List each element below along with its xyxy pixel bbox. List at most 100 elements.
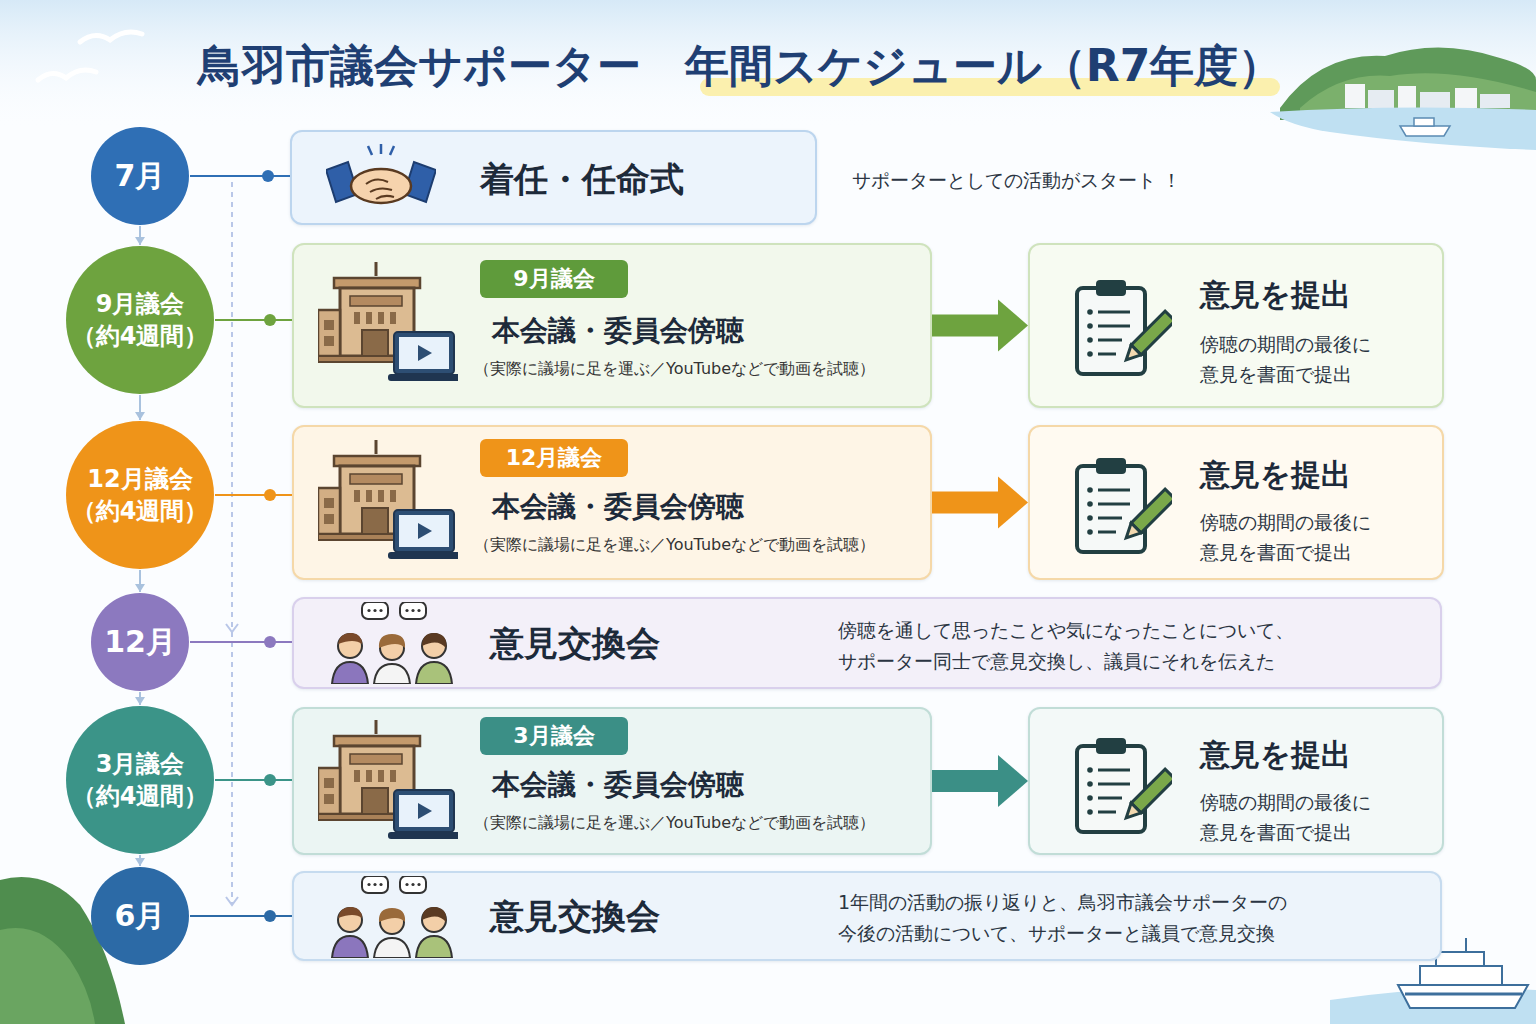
node-body: 傍聴の期間の最後に 意見を書面で提出 bbox=[1200, 787, 1430, 848]
node-heading: 意見を提出 bbox=[1200, 275, 1351, 314]
circle-shape bbox=[66, 246, 214, 394]
flow-arrow bbox=[932, 300, 1028, 352]
island-top-right-part bbox=[1414, 118, 1434, 126]
flow-arrow bbox=[932, 755, 1028, 807]
island-top-right-part bbox=[1455, 88, 1477, 108]
building-icon bbox=[318, 440, 460, 559]
timeline-connector bbox=[135, 570, 145, 592]
circle-shape bbox=[91, 127, 189, 225]
note-label: サポーターとしての活動がスタート ！ bbox=[852, 168, 1181, 193]
dashed-guide-part bbox=[231, 182, 233, 905]
node-heading: 12月 bbox=[90, 622, 190, 663]
arrow-shaft bbox=[932, 315, 998, 337]
sea-bottom-right-part bbox=[1465, 938, 1467, 952]
arrow-shaft bbox=[932, 492, 998, 514]
circle-outline bbox=[65, 705, 215, 855]
node-heading: 3月議会 bbox=[480, 722, 628, 751]
building-icon bbox=[318, 262, 460, 381]
session-tag: 3月議会 bbox=[480, 717, 628, 755]
meeting-box: 意見交換会1年間の活動の振り返りと、鳥羽市議会サポーターの 今後の活動について、… bbox=[292, 871, 1442, 961]
arrow-head bbox=[998, 300, 1028, 352]
island-top-right bbox=[1270, 47, 1536, 150]
month-circle: 6月 bbox=[90, 866, 190, 966]
island-top-right-part bbox=[1400, 126, 1450, 136]
timeline-connector bbox=[135, 692, 145, 705]
clipboard-icon bbox=[1077, 738, 1175, 832]
month-circle: 7月 bbox=[90, 126, 190, 226]
building-icon bbox=[318, 720, 460, 839]
node-heading: 9月議会 bbox=[480, 265, 628, 294]
connector-line bbox=[190, 641, 292, 643]
node-heading: 7月 bbox=[90, 156, 190, 197]
node-heading: 9月議会 （約4週間） bbox=[65, 288, 215, 353]
connector-line bbox=[190, 175, 290, 177]
island-top-right-part bbox=[1270, 107, 1536, 150]
dashed-guide-part bbox=[226, 624, 238, 632]
node-body: 傍聴の期間の最後に 意見を書面で提出 bbox=[1200, 329, 1430, 390]
arrow-head bbox=[135, 412, 145, 420]
people-icon bbox=[332, 876, 452, 958]
dashed-guide bbox=[226, 182, 238, 905]
sea-bottom-right-part bbox=[1398, 985, 1528, 1008]
connector-line bbox=[190, 915, 292, 917]
node-heading: 3月議会 （約4週間） bbox=[65, 748, 215, 813]
island-top-right-part bbox=[1398, 86, 1416, 108]
node-heading: 意見を提出 bbox=[1200, 455, 1351, 494]
timeline-connector bbox=[135, 226, 145, 245]
circle-shape bbox=[91, 593, 189, 691]
node-heading: 本会議・委員会傍聴 bbox=[492, 489, 744, 525]
link-connector bbox=[190, 910, 292, 922]
node-heading: 12月議会 （約4週間） bbox=[65, 463, 215, 528]
timeline-connector bbox=[135, 395, 145, 420]
clipboard-icon bbox=[1077, 280, 1175, 374]
link-connector bbox=[190, 636, 292, 648]
month-circle: 12月 bbox=[90, 592, 190, 692]
island-top-right-part bbox=[1345, 84, 1365, 108]
dashed-guide-part bbox=[226, 897, 238, 905]
arrow-head bbox=[135, 237, 145, 245]
arrow-head bbox=[135, 584, 145, 592]
connector-line bbox=[215, 494, 292, 496]
connector-dot bbox=[264, 774, 276, 786]
connector-dot bbox=[264, 489, 276, 501]
people-icon bbox=[332, 602, 452, 684]
connector-dot bbox=[264, 910, 276, 922]
arrow-head bbox=[135, 697, 145, 705]
connector-dot bbox=[262, 170, 274, 182]
node-body: 傍聴を通して思ったことや気になったことについて、 サポーター同士で意見交換し、議… bbox=[838, 615, 1438, 678]
island-top-right-part bbox=[1368, 90, 1394, 108]
seagulls bbox=[38, 32, 142, 80]
island-top-right-part bbox=[1420, 92, 1450, 108]
circle-outline bbox=[65, 420, 215, 570]
node-heading: 意見交換会 bbox=[490, 894, 660, 938]
link-connector bbox=[215, 489, 292, 501]
circle-shape bbox=[66, 421, 214, 569]
connector-dot bbox=[264, 636, 276, 648]
arrow-head bbox=[135, 858, 145, 866]
node-heading: 意見交換会 bbox=[490, 621, 660, 665]
node-heading: 着任・任命式 bbox=[480, 157, 684, 201]
link-connector bbox=[215, 314, 292, 326]
flow-arrow bbox=[932, 477, 1028, 529]
handshake-icon bbox=[326, 144, 436, 203]
node-heading: 意見を提出 bbox=[1200, 735, 1351, 774]
arrow-head bbox=[998, 755, 1028, 807]
sea-bottom-right-part bbox=[1420, 966, 1502, 985]
link-connector bbox=[190, 170, 290, 182]
connector-dot bbox=[264, 314, 276, 326]
sea-bottom-right-part bbox=[1405, 993, 1522, 996]
session-circle: 3月議会 （約4週間） bbox=[65, 705, 215, 855]
page-title: 鳥羽市議会サポーター 年間スケジュール（R7年度） bbox=[0, 40, 1480, 93]
timeline-connector bbox=[135, 855, 145, 866]
island-top-right-part bbox=[1480, 94, 1510, 108]
circle-shape bbox=[91, 867, 189, 965]
node-body: 傍聴の期間の最後に 意見を書面で提出 bbox=[1200, 507, 1430, 568]
node-heading: 12月議会 bbox=[480, 444, 628, 473]
seagulls-part bbox=[38, 70, 96, 80]
session-tag: 12月議会 bbox=[480, 439, 628, 477]
node-body: （実際に議場に足を運ぶ／YouTubeなどで動画を試聴） bbox=[474, 535, 875, 556]
circle-outline bbox=[65, 245, 215, 395]
link-connector bbox=[215, 774, 292, 786]
